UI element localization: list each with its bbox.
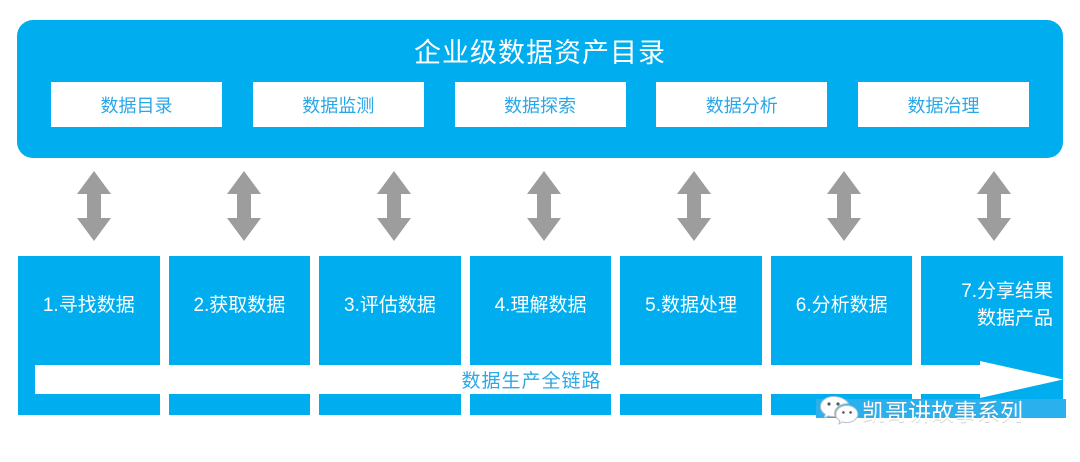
capability-chip-label: 数据治理 (907, 95, 980, 116)
stage-box-1[interactable]: 1.寻找数据 (18, 256, 160, 415)
stage-label: 5.数据处理 (645, 295, 738, 316)
stage-box-2[interactable]: 2.获取数据 (168, 256, 311, 415)
capability-chip-data-monitoring[interactable]: 数据监测 (252, 82, 424, 127)
platform-panel: 企业级数据资产目录 数据目录 数据监测 数据探索 数据分析 数据治理 (17, 20, 1063, 158)
watermark: 凯哥讲故事系列 (810, 390, 1072, 430)
capability-chip-label: 数据分析 (705, 95, 778, 116)
capability-chip-label: 数据目录 (100, 95, 173, 116)
up-down-arrow-icon (675, 170, 713, 242)
capability-chip-data-governance[interactable]: 数据治理 (858, 82, 1029, 127)
watermark-text: 凯哥讲故事系列 (862, 399, 1023, 425)
up-down-arrow-icon (75, 170, 113, 242)
capability-chip-data-catalog[interactable]: 数据目录 (51, 82, 222, 127)
capability-chip-label: 数据监测 (302, 95, 375, 116)
capability-chip-data-exploration[interactable]: 数据探索 (454, 82, 626, 127)
up-down-arrow-icon (975, 170, 1013, 242)
stage-box-4[interactable]: 4.理解数据 (469, 256, 612, 415)
stage-label: 4.理解数据 (494, 295, 587, 316)
stage-label: 2.获取数据 (193, 295, 286, 316)
up-down-arrow-icon (825, 170, 863, 242)
capability-chip-data-analysis[interactable]: 数据分析 (656, 82, 828, 127)
wechat-icon (818, 394, 860, 426)
stage-label-line-2: 数据产品 (977, 308, 1054, 329)
capability-chip-label: 数据探索 (504, 95, 576, 116)
stage-label: 3.评估数据 (344, 295, 436, 316)
stage-label: 1.寻找数据 (42, 295, 135, 316)
page-title: 企业级数据资产目录 (414, 38, 666, 68)
stage-label-line-1: 7.分享结果 (961, 281, 1054, 302)
up-down-arrow-icon (375, 170, 413, 242)
stage-box-5[interactable]: 5.数据处理 (620, 256, 762, 415)
stage-label: 6.分析数据 (795, 295, 888, 316)
connector-arrow-band (18, 170, 1063, 242)
stage-box-3[interactable]: 3.评估数据 (319, 256, 461, 415)
capability-chip-row: 数据目录 数据监测 数据探索 数据分析 数据治理 (51, 82, 1029, 127)
up-down-arrow-icon (525, 170, 563, 242)
watermark-bar (816, 399, 1066, 418)
up-down-arrow-icon (225, 170, 263, 242)
stage-label: 7.分享结果 数据产品 (921, 278, 1063, 332)
